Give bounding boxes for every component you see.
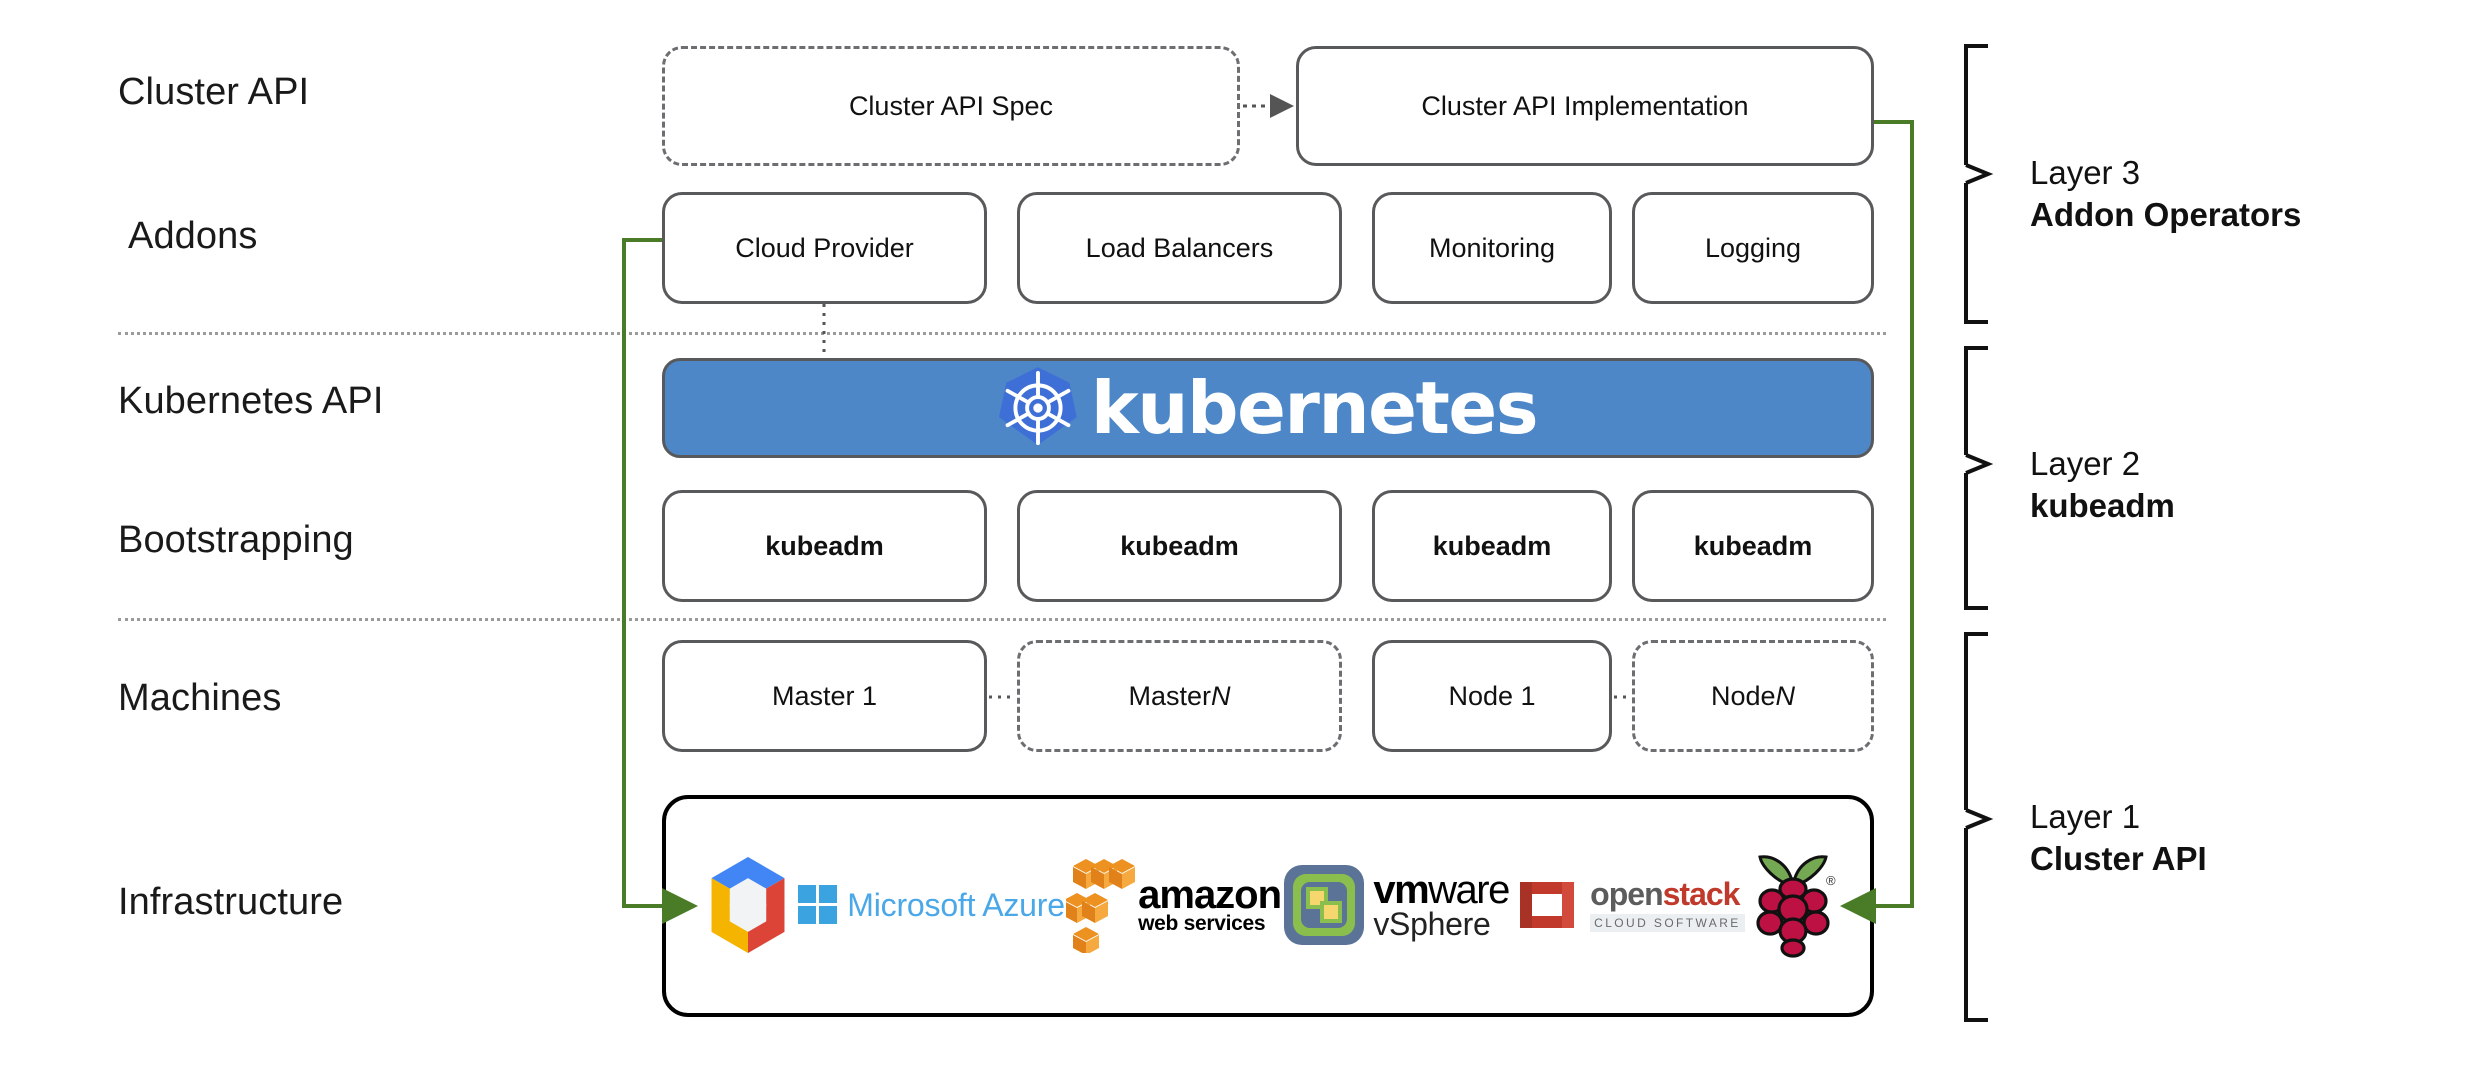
machine-label: Node bbox=[1710, 680, 1776, 711]
google-cloud-icon bbox=[700, 853, 796, 957]
microsoft-azure-logo: Microsoft Azure bbox=[797, 884, 1065, 926]
svg-text:®: ® bbox=[1826, 873, 1836, 888]
azure-wordmark: Microsoft Azure bbox=[847, 886, 1065, 923]
vsphere-subtitle: vSphere bbox=[1373, 905, 1491, 942]
layer-caption-1: Layer 1 Cluster API bbox=[2030, 796, 2207, 879]
machine-label-suffix: N bbox=[1211, 680, 1231, 711]
box-kubeadm-4[interactable]: kubeadm bbox=[1632, 490, 1874, 602]
row-label-addons: Addons bbox=[128, 215, 258, 257]
vmware-vsphere-logo: vmware vSphere bbox=[1282, 863, 1510, 947]
box-machine-node-1[interactable]: Node 1 bbox=[1372, 640, 1612, 752]
layer-2-subtitle: kubeadm bbox=[2030, 486, 2175, 524]
machine-label: Master 1 bbox=[771, 680, 878, 711]
openstack-wordmark-open: open bbox=[1590, 876, 1663, 912]
openstack-wordmark-stack: stack bbox=[1662, 876, 1741, 912]
box-cluster-api-spec[interactable]: Cluster API Spec bbox=[662, 46, 1240, 166]
infrastructure-logo-strip: Microsoft Azure amazon web services bbox=[700, 845, 1840, 965]
vmware-wordmark-light: ware bbox=[1428, 867, 1510, 912]
layer-3-title: Layer 3 bbox=[2030, 154, 2141, 191]
machine-label: Node 1 bbox=[1448, 680, 1536, 711]
row-label-infrastructure: Infrastructure bbox=[118, 881, 344, 923]
box-addon-logging[interactable]: Logging bbox=[1632, 192, 1874, 304]
layer-caption-2: Layer 2 kubeadm bbox=[2030, 443, 2175, 526]
box-addon-cloud-provider[interactable]: Cloud Provider bbox=[662, 192, 987, 304]
layer-1-subtitle: Cluster API bbox=[2030, 839, 2207, 877]
row-label-bootstrapping: Bootstrapping bbox=[118, 519, 354, 561]
layer-caption-3: Layer 3 Addon Operators bbox=[2030, 152, 2301, 235]
box-machine-node-n[interactable]: Node N bbox=[1632, 640, 1874, 752]
bracket-layer-3 bbox=[1964, 44, 1994, 324]
bracket-layer-2 bbox=[1964, 346, 1994, 610]
openstack-logo: openstack CLOUD SOFTWARE bbox=[1510, 868, 1745, 942]
kubernetes-wordmark: kubernetes bbox=[1090, 366, 1539, 450]
box-cluster-api-implementation[interactable]: Cluster API Implementation bbox=[1296, 46, 1874, 166]
divider-layer3-layer2 bbox=[118, 332, 1886, 335]
box-kubeadm-1[interactable]: kubeadm bbox=[662, 490, 987, 602]
row-label-cluster-api: Cluster API bbox=[118, 71, 310, 113]
box-machine-master-1[interactable]: Master 1 bbox=[662, 640, 987, 752]
amazon-wordmark: amazon bbox=[1138, 872, 1282, 917]
layer-2-title: Layer 2 bbox=[2030, 445, 2141, 482]
box-kubeadm-3[interactable]: kubeadm bbox=[1372, 490, 1612, 602]
row-label-machines: Machines bbox=[118, 677, 282, 719]
vmware-wordmark-bold: vm bbox=[1373, 867, 1429, 912]
box-kubeadm-2[interactable]: kubeadm bbox=[1017, 490, 1342, 602]
openstack-subtitle: CLOUD SOFTWARE bbox=[1590, 914, 1745, 932]
bracket-layer-1 bbox=[1964, 632, 1994, 1022]
kubernetes-api-banner: kubernetes bbox=[662, 358, 1874, 458]
kubernetes-helm-icon bbox=[998, 365, 1077, 451]
machine-label-suffix: N bbox=[1775, 680, 1796, 711]
aws-subtitle: web services bbox=[1138, 911, 1266, 935]
raspberry-pi-logo: ® bbox=[1746, 851, 1840, 959]
amazon-web-services-logo: amazon web services bbox=[1066, 857, 1282, 953]
divider-layer2-layer1 bbox=[118, 618, 1886, 621]
box-addon-load-balancers[interactable]: Load Balancers bbox=[1017, 192, 1342, 304]
box-addon-monitoring[interactable]: Monitoring bbox=[1372, 192, 1612, 304]
box-machine-master-n[interactable]: Master N bbox=[1017, 640, 1342, 752]
layer-1-title: Layer 1 bbox=[2030, 798, 2141, 835]
layer-3-subtitle: Addon Operators bbox=[2030, 195, 2302, 233]
row-label-kubernetes-api: Kubernetes API bbox=[118, 380, 384, 422]
machine-label: Master bbox=[1128, 680, 1212, 711]
